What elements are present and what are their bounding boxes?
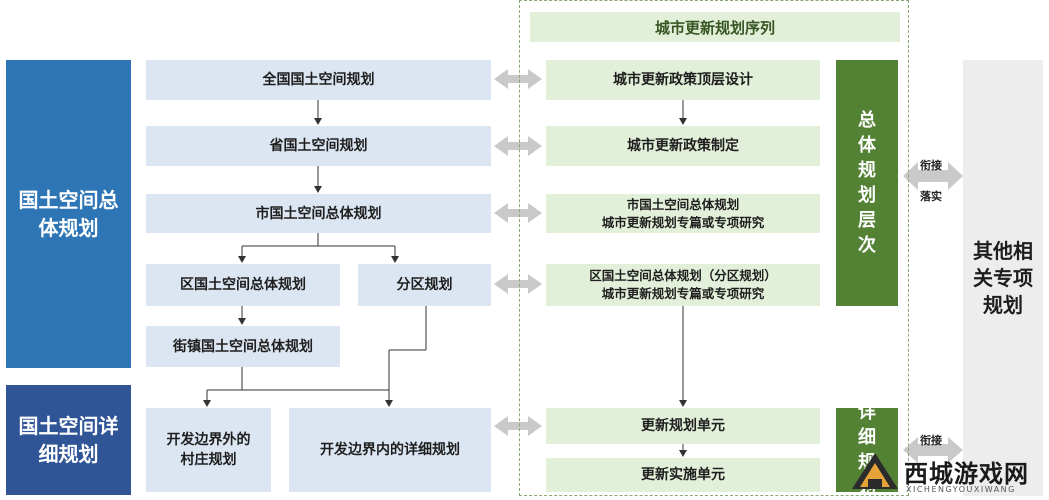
city-renewal-special-box: 市国土空间总体规划 城市更新规划专篇或专项研究: [546, 194, 820, 233]
renewal-top-design-box: 城市更新政策顶层设计: [546, 60, 820, 100]
connect-note-upper-2: 落实: [920, 190, 942, 203]
national-plan-box: 全国国土空间规划: [146, 60, 491, 100]
city-renewal-special-line1: 市国土空间总体规划: [626, 196, 740, 212]
connect-note-upper-1: 衔接: [920, 159, 942, 172]
double-arrow-1: [494, 69, 542, 89]
city-renewal-special-line2: 城市更新规划专篇或专项研究: [601, 214, 765, 230]
zoning-plan-box: 分区规划: [358, 264, 491, 306]
watermark-sub: XICHENGYOUXIWANG: [906, 485, 1016, 494]
district-renewal-special-box: 区国土空间总体规划（分区规划） 城市更新规划专篇或专项研究: [546, 264, 820, 306]
double-arrow-5: [494, 416, 542, 436]
district-master-plan-box: 区国土空间总体规划: [146, 264, 340, 306]
double-arrow-right-lower: [903, 437, 963, 463]
double-arrow-4: [494, 274, 542, 294]
district-renewal-special-line1: 区国土空间总体规划（分区规划）: [589, 268, 777, 283]
watermark: 西城游戏网 XICHENGYOUXIWANG: [846, 448, 1049, 500]
other-special-plans-box: 其他相关专项规划: [963, 60, 1043, 496]
village-plan-box: 开发边界外的村庄规划: [146, 408, 271, 492]
overall-level-label: 总体规划层次: [836, 60, 898, 306]
double-arrow-right-upper: [903, 162, 963, 190]
renewal-series-frame: [519, 0, 909, 496]
double-arrow-2: [494, 136, 542, 156]
double-arrow-3: [494, 203, 542, 223]
renewal-unit-box: 更新规划单元: [546, 408, 820, 444]
detailed-planning-bar: 国土空间详细规划: [6, 385, 131, 495]
implementation-unit-box: 更新实施单元: [546, 458, 820, 492]
detailed-inside-plan-box: 开发边界内的详细规划: [289, 408, 491, 492]
provincial-plan-box: 省国土空间规划: [146, 126, 491, 166]
watermark-name: 西城游戏网: [904, 460, 1029, 488]
renewal-policy-box: 城市更新政策制定: [546, 126, 820, 166]
renewal-series-title: 城市更新规划序列: [530, 12, 900, 42]
street-town-plan-box: 街镇国土空间总体规划: [146, 326, 340, 367]
watermark-logo-icon: [852, 453, 898, 489]
double-arrows: [494, 69, 963, 463]
overall-planning-bar: 国土空间总体规划: [6, 60, 131, 368]
city-master-plan-box: 市国土空间总体规划: [146, 194, 491, 233]
district-renewal-special-line2: 城市更新规划专篇或专项研究: [601, 286, 765, 301]
connect-note-lower-1: 衔接: [920, 434, 942, 447]
